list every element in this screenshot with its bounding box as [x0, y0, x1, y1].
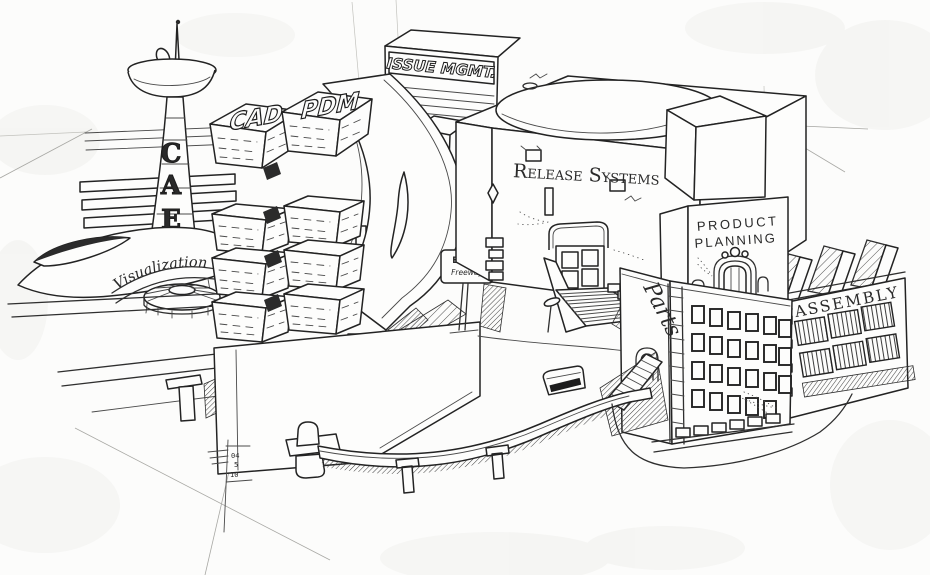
excel-sign-line2: Freeway: [451, 268, 483, 277]
stack-plinth: [213, 321, 481, 475]
signature-line1: 04: [231, 452, 239, 460]
entrance: [548, 221, 609, 291]
road-pier-cap: [165, 374, 203, 390]
freeway-median-slot: [390, 171, 409, 259]
issue-mgmt-sign-band: [388, 51, 495, 85]
visualization-building: Visualization: [17, 226, 241, 319]
plaza-lamppost: [543, 297, 561, 333]
facade-window: [525, 149, 542, 162]
assembly-windows: [793, 301, 916, 398]
base-zipper: [675, 413, 781, 438]
bridge-piers: [395, 444, 510, 494]
product-planning-line2: PLANNING: [694, 230, 777, 251]
pdm-stack: PDM: [281, 86, 373, 335]
facade-window: [609, 179, 626, 192]
signature-line3: 10: [230, 471, 238, 479]
corner-quoins: [485, 237, 504, 281]
portal-arch: [713, 246, 757, 297]
cae-letter-c: C: [161, 139, 182, 169]
cae-tower-label: C A E: [159, 138, 182, 235]
plain-cube: [664, 95, 767, 201]
visualization-dome: [143, 283, 221, 319]
product-planning-label: PRODUCT PLANNING: [694, 213, 779, 251]
foreground-curbs: [611, 393, 853, 469]
product-planning-line1: PRODUCT: [696, 213, 779, 234]
shuttle-van: [542, 365, 586, 396]
cae-letter-a: A: [160, 171, 182, 201]
facade-slit-window: [544, 187, 554, 216]
road-pier-stem: [178, 385, 196, 422]
viaduct-bridge: [285, 365, 653, 494]
side-arch-window: [757, 276, 769, 293]
corner-zipper: [667, 283, 685, 445]
antenna-tip: [175, 19, 181, 25]
artist-signature: 04 5 10: [207, 439, 253, 533]
facade-lantern: [487, 183, 499, 204]
signature-line2: 5: [234, 461, 238, 469]
pdm-top-box: PDM: [281, 86, 373, 157]
